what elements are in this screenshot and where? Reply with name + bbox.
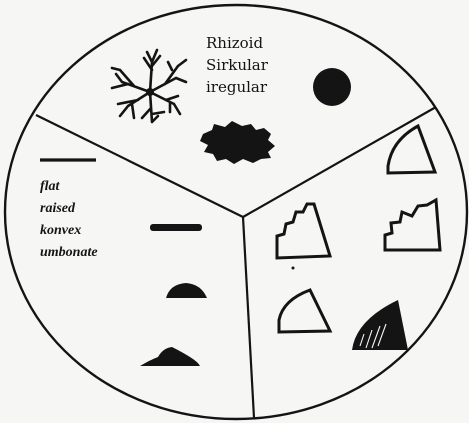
raised-elevation-icon xyxy=(150,224,202,231)
label-rhizoid: Rhizoid xyxy=(206,34,263,52)
speck-dot xyxy=(292,267,295,270)
circular-colony-icon xyxy=(313,68,351,106)
label-konvex: konvex xyxy=(40,223,81,238)
rhizoid-colony-core xyxy=(146,88,154,96)
label-iregular: iregular xyxy=(206,78,268,96)
top-sector-labels: Rhizoid Sirkular iregular xyxy=(206,34,269,96)
label-raised: raised xyxy=(40,201,76,216)
label-flat: flat xyxy=(40,179,61,194)
label-umbonate: umbonate xyxy=(40,245,98,260)
label-sirkular: Sirkular xyxy=(206,56,269,74)
